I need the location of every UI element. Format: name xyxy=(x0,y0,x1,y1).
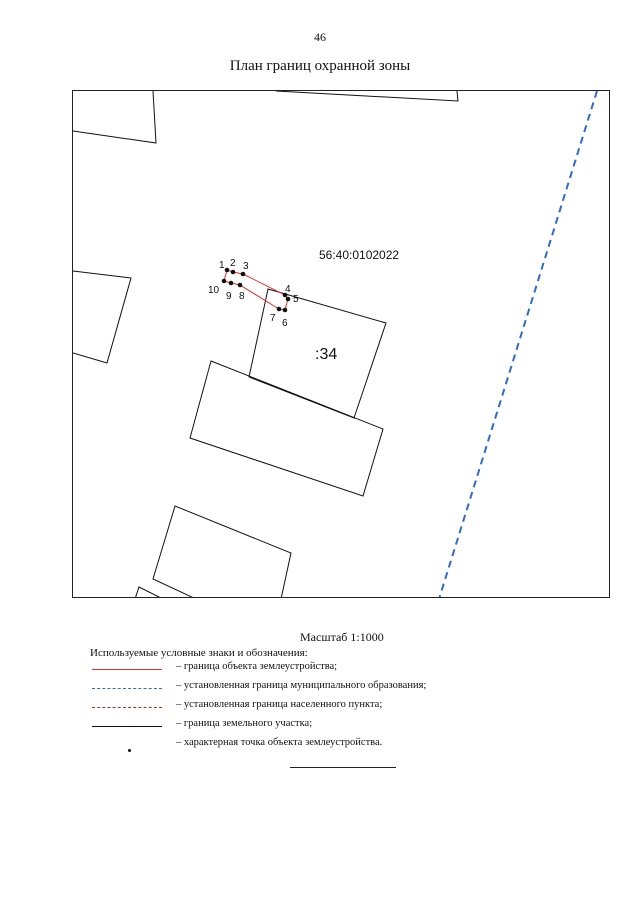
point-7 xyxy=(276,306,282,312)
point-label-8: 8 xyxy=(239,291,245,302)
page-title: План границ охранной зоны xyxy=(229,58,411,74)
municipal-boundary-line xyxy=(438,91,598,597)
map-canvas: 1 2 3 4 5 6 7 8 9 10 56:40:0102022 :34 xyxy=(73,91,598,597)
parcel-34-label: :34 xyxy=(315,346,337,363)
point-3 xyxy=(240,271,246,277)
point-label-2: 2 xyxy=(230,258,236,269)
map-frame: 1 2 3 4 5 6 7 8 9 10 56:40:0102022 :34 xyxy=(72,90,610,598)
point-6 xyxy=(282,307,288,313)
parcel-outline-top-strip xyxy=(275,91,459,102)
point-1 xyxy=(224,267,230,273)
legend-label: – характерная точка объекта землеустройс… xyxy=(176,737,383,748)
legend-symbol-black-line xyxy=(92,726,162,727)
map-scale: Масштаб 1:1000 xyxy=(300,630,384,644)
legend-title: Используемые условные знаки и обозначени… xyxy=(90,647,308,659)
point-8 xyxy=(237,282,243,288)
point-label-3: 3 xyxy=(243,261,249,272)
legend-item-object-boundary: – граница объекта землеустройства; xyxy=(92,661,512,677)
cadastral-block-label: 56:40:0102022 xyxy=(319,248,399,262)
legend-item-municipal-boundary: – установленная граница муниципального о… xyxy=(92,680,512,696)
legend-symbol-dot xyxy=(128,749,131,752)
point-10 xyxy=(221,278,227,284)
signature-line xyxy=(290,767,396,768)
legend-symbol-blue-dashed-line xyxy=(92,688,162,689)
legend-symbol-brown-dashed-line xyxy=(92,707,162,708)
parcel-outline-left-middle xyxy=(73,270,132,364)
legend-item-parcel-boundary: – граница земельного участка; xyxy=(92,718,512,734)
legend-label: – граница земельного участка; xyxy=(176,718,313,729)
parcel-outline-bottom-left xyxy=(135,586,161,597)
parcel-outline-bottom xyxy=(152,505,292,597)
point-label-10: 10 xyxy=(208,285,220,296)
legend-item-characteristic-point: – характерная точка объекта землеустройс… xyxy=(92,737,512,753)
legend-item-settlement-boundary: – установленная граница населенного пунк… xyxy=(92,699,512,715)
point-label-4: 4 xyxy=(285,284,291,295)
page-number: 46 xyxy=(314,30,326,44)
legend-label: – установленная граница населенного пунк… xyxy=(176,699,383,710)
point-label-5: 5 xyxy=(293,294,299,305)
point-label-1: 1 xyxy=(219,260,225,271)
legend-label: – установленная граница муниципального о… xyxy=(176,680,427,691)
characteristic-points xyxy=(221,267,291,313)
point-label-6: 6 xyxy=(282,318,288,329)
parcel-outline-central xyxy=(189,360,384,497)
point-label-7: 7 xyxy=(270,313,276,324)
point-label-9: 9 xyxy=(226,291,232,302)
protection-zone-boundary xyxy=(223,269,289,311)
legend-label: – граница объекта землеустройства; xyxy=(176,661,338,672)
point-4 xyxy=(282,292,288,298)
point-2 xyxy=(230,269,236,275)
parcel-outline-top-left xyxy=(73,91,157,144)
point-labels: 1 2 3 4 5 6 7 8 9 10 xyxy=(208,258,299,329)
point-9 xyxy=(228,280,234,286)
legend-symbol-red-line xyxy=(92,669,162,670)
point-5 xyxy=(285,296,291,302)
